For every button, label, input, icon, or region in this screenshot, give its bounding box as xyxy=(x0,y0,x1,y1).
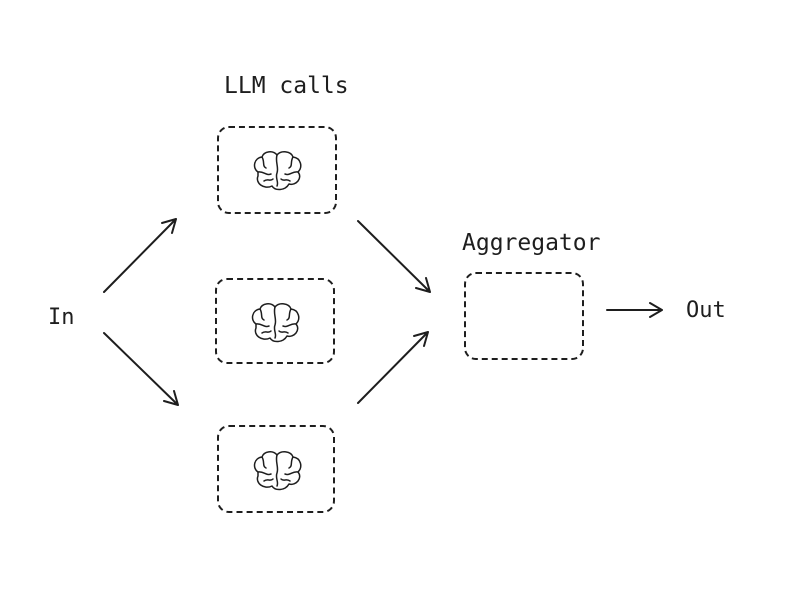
brain-icon xyxy=(251,303,300,343)
llm-call-node-3 xyxy=(217,425,335,513)
arrow-llm-call-1-to-aggregator xyxy=(357,220,431,293)
arrow-in-to-llm-call-3 xyxy=(103,332,179,406)
aggregator-node xyxy=(464,272,584,360)
aggregator-heading: Aggregator xyxy=(462,230,601,256)
output-label: Out xyxy=(686,298,726,323)
input-label: In xyxy=(48,305,75,330)
arrow-llm-call-3-to-aggregator xyxy=(357,331,429,404)
llm-call-node-2 xyxy=(215,278,335,364)
brain-icon xyxy=(253,151,302,191)
llm-call-node-1 xyxy=(217,126,337,214)
llm-calls-heading: LLM calls xyxy=(224,73,349,99)
arrow-in-to-llm-call-1 xyxy=(103,218,177,293)
arrow-aggregator-to-out xyxy=(606,302,663,318)
brain-icon xyxy=(253,451,302,491)
